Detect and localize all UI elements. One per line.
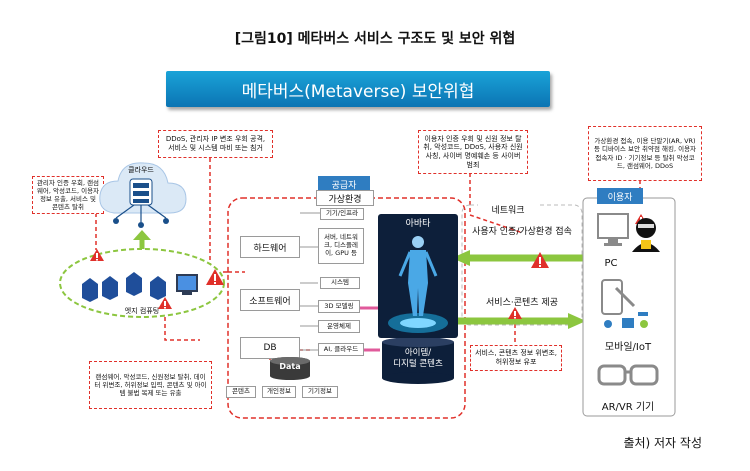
edge-server-icons <box>82 272 198 302</box>
network-label: 네트워크 <box>478 203 538 216</box>
pc-hacker-icon <box>597 213 660 252</box>
hw-item: 서버, 네트워크, 디스플레이, GPU 등 <box>318 228 364 264</box>
arvr-label: AR/VR 기기 <box>601 402 655 413</box>
hardware-box: 하드웨어 <box>240 236 300 258</box>
items-label: 아이템/ 디지털 콘텐츠 <box>393 348 443 370</box>
hw-item: 기기/인프라 <box>320 208 364 220</box>
network-auth-label: 사용자 인증/가상환경 접속 <box>472 227 572 237</box>
hw-item: 시스템 <box>320 277 360 289</box>
cloud-label: 클라우드 <box>128 166 154 174</box>
source-note: 출처) 저자 작성 <box>623 436 702 450</box>
warning-icon <box>158 297 172 309</box>
db-item: 기기정보 <box>302 386 338 398</box>
warning-icon <box>531 252 549 268</box>
vr-glasses-icon <box>597 364 659 386</box>
threat-note-cloud: DDoS, 관리자 IP 변조 우회 공격, 서비스 및 시스템 마비 또는 침… <box>158 130 273 158</box>
db-item: 개인정보 <box>262 386 296 398</box>
threat-note-content: 서비스, 콘텐츠 정보 위변조, 허위정보 유포 <box>470 345 562 371</box>
banner-title: 메타버스(Metaverse) 보안위협 <box>166 71 550 107</box>
warning-icon <box>90 249 104 261</box>
threat-note-network: 이용자 인증 우회 및 신원 정보 탈취, 악성코드, DDoS, 사용자 신원… <box>418 130 528 174</box>
items-cylinder-icon <box>382 338 454 384</box>
warning-icon <box>508 307 522 319</box>
db-item: 콘텐츠 <box>226 386 256 398</box>
user-title: 이용자 <box>597 188 643 204</box>
data-label: Data <box>279 362 301 371</box>
avatar-figure-icon <box>388 236 448 333</box>
pc-label: PC <box>604 258 618 269</box>
sw-item: 3D 모델링 <box>318 300 360 313</box>
avatar-label: 아바타 <box>405 219 431 229</box>
network-service-label: 서비스·콘텐츠 제공 <box>486 298 558 308</box>
edge-label: 엣지 컴퓨팅 <box>124 307 160 315</box>
cloud-icon <box>99 162 187 228</box>
mobile-iot-icon <box>601 279 648 328</box>
warning-icon <box>206 269 224 285</box>
sw-item: 운영체제 <box>318 320 360 333</box>
provider-title: 공급자 <box>318 176 370 192</box>
software-box: 소프트웨어 <box>240 289 300 311</box>
db-box: DB <box>240 337 300 359</box>
threat-note-edge: 관리자 인증 우회, 랜섬웨어, 악성코드, 이용자 정보 유출, 서비스 및 … <box>32 176 104 214</box>
virtual-env-label: 가상환경 <box>316 190 374 206</box>
sw-item: AI, 클라우드 <box>318 343 364 356</box>
data-cylinder-icon <box>270 357 310 380</box>
threat-note-user: 가상환경 접속, 이용 단말기(AR, VR) 등 디바이스 보안 취약점 해킹… <box>588 126 702 181</box>
figure-title: [그림10] 메타버스 서비스 구조도 및 보안 위협 <box>234 31 516 47</box>
mobile-label: 모바일/IoT <box>604 342 652 353</box>
threat-note-data: 랜섬웨어, 악성코드, 신원정보 탈취, 데이터 위변조, 허위정보 입력, 콘… <box>89 361 212 409</box>
